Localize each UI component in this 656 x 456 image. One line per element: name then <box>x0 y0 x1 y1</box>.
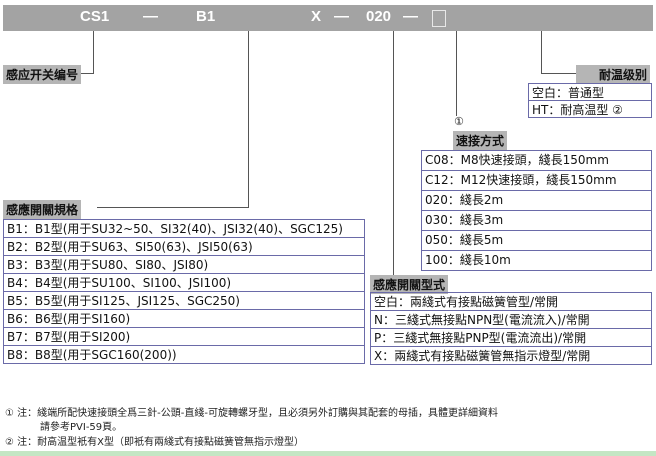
connector-line <box>75 73 94 74</box>
type-row: X：兩綫式有接點磁簧管無指示燈型/常開 <box>371 346 651 364</box>
code-type: X <box>311 8 322 25</box>
temp-row: 空白：普通型 <box>532 86 605 100</box>
switch-number-label: 感应开关编号 <box>3 65 82 84</box>
connector-line <box>248 31 249 208</box>
connect-label: 速接方式 <box>453 131 508 150</box>
connector-line <box>93 31 94 74</box>
connector-line <box>97 207 249 208</box>
connector-line <box>541 73 576 74</box>
connector-line <box>456 31 457 116</box>
connect-row: C08：M8快速接頭，綫長150mm <box>425 153 609 167</box>
temp-table: 空白：普通型 HT：耐高温型 ② <box>528 83 652 118</box>
code-series: CS1 <box>80 8 110 25</box>
connect-row: C12：M12快速接頭，綫長150mm <box>422 170 651 190</box>
spec-row: B2：B2型(用于SU63、SI50(63)、JSI50(63) <box>4 237 364 255</box>
code-temp-placeholder <box>432 10 446 27</box>
temp-row: HT：耐高温型 ② <box>529 100 651 117</box>
code-dash: — <box>334 8 349 25</box>
connect-row: 100：綫長10m <box>422 250 651 270</box>
code-spec: B1 <box>196 8 216 25</box>
connect-table: C08：M8快速接頭，綫長150mm C12：M12快速接頭，綫長150mm 0… <box>421 150 652 271</box>
temp-label: 耐温级别 <box>576 65 650 84</box>
spec-row: B7：B7型(用于SI200) <box>4 327 364 345</box>
code-dash: — <box>403 8 418 25</box>
type-row: N：三綫式無接點NPN型(電流流入)/常開 <box>371 310 651 328</box>
connect-row: 050：綫長5m <box>422 230 651 250</box>
spec-row: B6：B6型(用于SI160) <box>4 309 364 327</box>
note-marker-1: ① <box>454 115 464 128</box>
spec-row: B4：B4型(用于SU100、SI100、JSI100) <box>4 273 364 291</box>
spec-row: B1：B1型(用于SU32~50、SI32(40)、JSI32(40)、SGC1… <box>7 222 343 236</box>
connect-row: 020：綫長2m <box>422 190 651 210</box>
code-connect: 020 <box>366 8 392 25</box>
spec-row: B3：B3型(用于SU80、SI80、JSI80) <box>4 255 364 273</box>
spec-label: 感應開關規格 <box>3 200 82 219</box>
code-dash: — <box>143 8 158 25</box>
type-row: P：三綫式無接點PNP型(電流流出)/常開 <box>371 328 651 346</box>
spec-table: B1：B1型(用于SU32~50、SI32(40)、JSI32(40)、SGC1… <box>3 219 365 364</box>
note-1-cont: 請參考PVI-59頁。 <box>40 422 123 433</box>
note-2: ② 注：耐高温型衹有X型（即衹有兩綫式有接點磁簧管無指示燈型） <box>5 437 304 448</box>
footer-divider <box>0 451 656 456</box>
note-1: ① 注：綫端所配快速接頭全爲三針-公頭-直綫-可旋轉螺牙型，且必須另外訂購與其配… <box>5 408 498 419</box>
type-table: 空白：兩綫式有接點磁簧管型/常開 N：三綫式無接點NPN型(電流流入)/常開 P… <box>370 292 652 365</box>
connector-line <box>393 31 394 276</box>
connect-row: 030：綫長3m <box>422 210 651 230</box>
connector-line <box>541 31 542 74</box>
spec-row: B5：B5型(用于SI125、JSI125、SGC250) <box>4 291 364 309</box>
type-label: 感應開關型式 <box>370 275 449 294</box>
spec-row: B8：B8型(用于SGC160(200)) <box>4 345 364 363</box>
model-code-bar <box>3 5 653 31</box>
type-row: 空白：兩綫式有接點磁簧管型/常開 <box>374 295 559 309</box>
